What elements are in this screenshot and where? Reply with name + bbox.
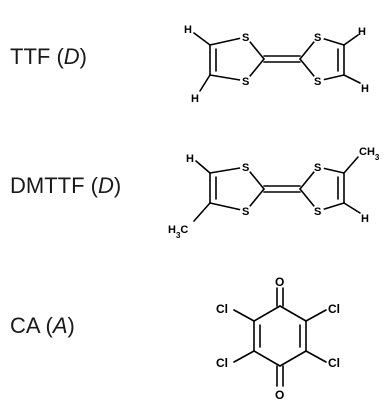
molecule-name: DMTTF — [10, 173, 85, 198]
atom-s: S — [242, 32, 249, 44]
atom-h: H — [361, 213, 369, 225]
molecule-role: D — [97, 173, 114, 198]
atom-cl: Cl — [328, 302, 340, 316]
bond — [279, 305, 307, 322]
atom-cl: Cl — [216, 302, 228, 316]
molecule-role: D — [63, 44, 80, 69]
bond — [343, 34, 359, 46]
atom-h: H — [361, 83, 369, 95]
bond — [209, 74, 247, 82]
label-dmttf: DMTTF (D) — [10, 173, 121, 199]
bond — [199, 74, 211, 92]
bond — [193, 32, 211, 46]
label-ca: CA (A) — [10, 313, 75, 339]
atom-s: S — [314, 162, 321, 174]
molecule-name: TTF — [10, 44, 51, 69]
bond — [279, 350, 307, 367]
paren-close: ) — [113, 173, 122, 198]
atom-o: O — [275, 275, 284, 289]
label-ttf: TTF (D) — [10, 44, 87, 70]
atom-cl: Cl — [216, 356, 228, 370]
bond — [195, 160, 211, 174]
atom-s: S — [242, 162, 249, 174]
bond — [343, 202, 361, 214]
paren-open: ( — [84, 173, 98, 198]
bond — [209, 166, 247, 174]
paren-open: ( — [39, 313, 53, 338]
atom-s: S — [314, 32, 321, 44]
atom-s: S — [314, 76, 321, 88]
molecule-name: CA — [10, 313, 40, 338]
atom-h: H — [191, 93, 199, 105]
bond — [209, 202, 247, 212]
bond — [233, 309, 255, 322]
paren-close: ) — [79, 44, 87, 69]
ca-atoms: O O Cl Cl Cl Cl — [216, 275, 340, 402]
bond — [305, 309, 327, 322]
atom-h: H — [186, 153, 194, 165]
atom-h: H — [358, 26, 366, 38]
bond — [305, 350, 327, 363]
bond — [209, 36, 247, 46]
paren-open: ( — [50, 44, 64, 69]
ttf-atoms: S S S S H H H H — [184, 24, 369, 105]
dmttf-atoms: S S S S H H CH3 H3C — [168, 146, 380, 240]
atom-cl: Cl — [328, 356, 340, 370]
ca-bonds — [233, 287, 327, 387]
bond — [343, 74, 361, 84]
atom-h: H — [184, 24, 192, 36]
atom-s: S — [242, 206, 249, 218]
bond — [253, 350, 281, 367]
bond — [253, 305, 281, 322]
atom-o: O — [275, 388, 284, 402]
atom-s: S — [242, 76, 249, 88]
bond — [193, 202, 211, 222]
paren-close: ) — [67, 313, 75, 338]
molecule-role: A — [52, 313, 68, 338]
bond — [343, 156, 359, 174]
bond — [233, 350, 255, 363]
methyl-top: CH3 — [359, 146, 380, 162]
methyl-bottom: H3C — [168, 224, 188, 240]
atom-s: S — [314, 206, 321, 218]
